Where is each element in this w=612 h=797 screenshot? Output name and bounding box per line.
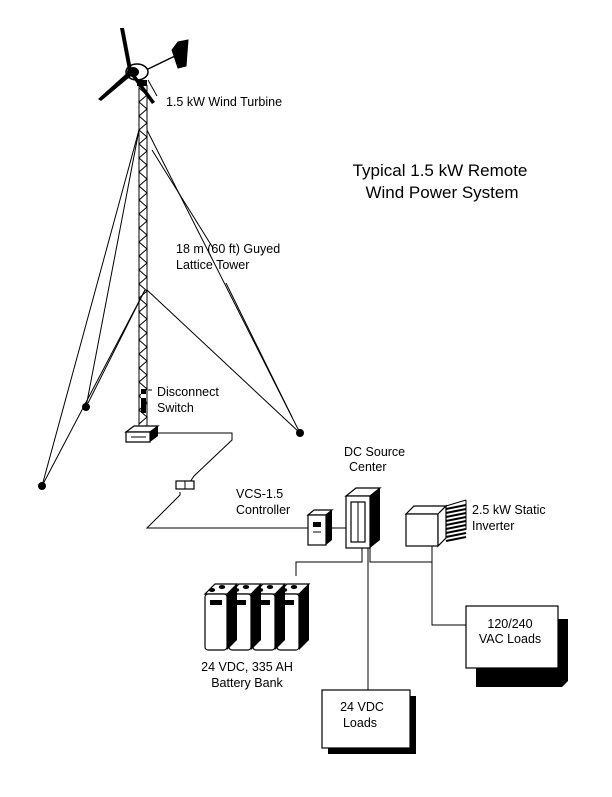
title-line-1: Typical 1.5 kW Remote (353, 161, 528, 180)
tower-label-line-1: 18 m (60 ft) Guyed (176, 242, 280, 256)
inverter-label-line-2: Inverter (472, 519, 514, 533)
ac-loads-box-icon (465, 605, 568, 687)
dc-loads-label-line-2: Loads (343, 716, 377, 730)
inverter-icon (404, 499, 467, 548)
disconnect-label-line-2: Switch (157, 401, 194, 415)
anchor-right (296, 429, 304, 437)
inverter-label-line-1: 2.5 kW Static (472, 503, 546, 517)
battery-cell (203, 583, 239, 651)
title-line-2: Wind Power System (365, 183, 518, 202)
controller-icon (306, 509, 334, 546)
tower-base-icon (124, 425, 160, 443)
ac-loads-label-line-2: VAC Loads (479, 632, 541, 646)
dc-center-label-line-1: DC Source (344, 445, 405, 459)
disconnect-switch-icon (141, 389, 152, 413)
ac-loads-label-line-1: 120/240 (487, 617, 532, 631)
disconnect-label-line-1: Disconnect (157, 385, 219, 399)
dc-loads-box-icon (321, 689, 416, 754)
dc-loads-label-line-1: 24 VDC (340, 700, 384, 714)
battery-bank-icon (203, 583, 311, 651)
battery-label-line-2: Battery Bank (211, 676, 283, 690)
wind-turbine-icon (98, 28, 189, 104)
tower-label-line-2: Lattice Tower (176, 258, 249, 272)
dc-center-label-line-2: Center (349, 460, 387, 474)
turbine-label: 1.5 kW Wind Turbine (166, 95, 282, 109)
dc-source-center-icon (344, 487, 382, 549)
guy-wires (38, 129, 304, 490)
controller-label-line-2: Controller (236, 503, 290, 517)
feeder-wire (145, 432, 308, 529)
battery-label-line-1: 24 VDC, 335 AH (201, 660, 293, 674)
anchor-center (82, 403, 90, 411)
controller-label-line-1: VCS-1.5 (236, 487, 283, 501)
anchor-left (38, 482, 46, 490)
lattice-tower-icon (138, 85, 148, 430)
